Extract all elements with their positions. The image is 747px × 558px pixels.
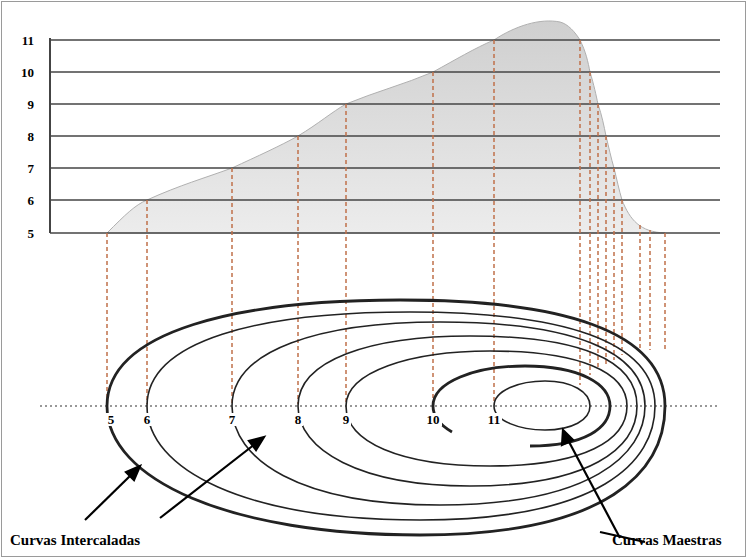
contour-number: 11 — [486, 413, 502, 426]
elevation-number: 6 — [28, 194, 35, 207]
curve-caption: Curvas Intercaladas — [10, 533, 140, 548]
contour-number: 6 — [142, 413, 153, 426]
contour-number: 5 — [106, 413, 117, 426]
curve-caption: Curvas Maestras — [612, 533, 722, 548]
elevation-number: 9 — [28, 98, 35, 111]
contour-number: 10 — [425, 413, 442, 426]
contour-number: 7 — [227, 413, 238, 426]
contour-number: 9 — [341, 413, 352, 426]
contour-number: 8 — [293, 413, 304, 426]
elevation-number: 7 — [28, 162, 35, 175]
elevation-number: 5 — [28, 227, 35, 240]
elevation-number: 11 — [22, 34, 34, 47]
elevation-number: 8 — [28, 130, 35, 143]
elevation-number: 10 — [21, 66, 34, 79]
